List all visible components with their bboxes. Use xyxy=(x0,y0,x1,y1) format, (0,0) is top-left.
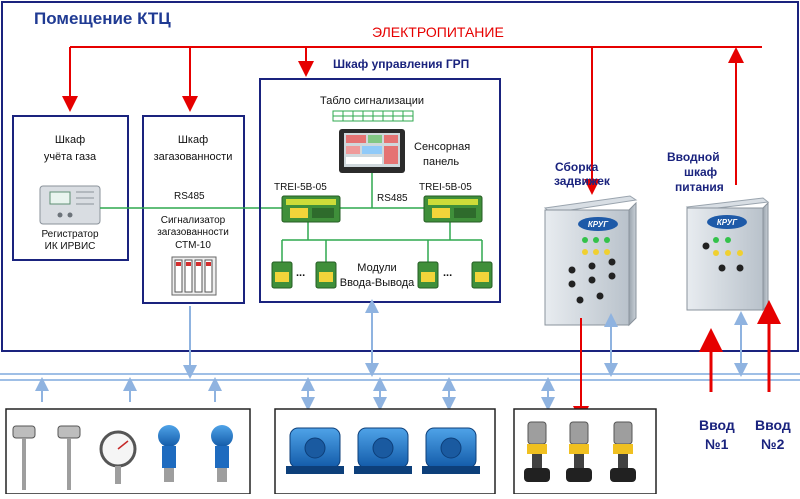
modules-ellipsis-left: ... xyxy=(296,267,305,279)
sensor-label-3: СТМ-10 xyxy=(175,240,211,251)
power-input-cabinet: Вводной шкаф питания КРУГ xyxy=(667,150,770,312)
power-cabinet-image: КРУГ xyxy=(685,197,770,312)
input-1-label-1: Ввод xyxy=(699,417,735,433)
valve-cabinet-logo: КРУГ xyxy=(588,220,609,229)
gas-level-title-2: загазованности xyxy=(154,151,233,163)
io-module-2 xyxy=(315,261,337,289)
valves-group xyxy=(513,408,657,495)
controller-left xyxy=(281,195,341,223)
gas-level-title-1: Шкаф xyxy=(178,134,208,146)
valve-assembly-title-2: задвижек xyxy=(554,174,611,188)
power-feed-lines xyxy=(573,300,781,422)
controller-left-label: TREI-5B-05 xyxy=(274,182,327,193)
rs485-bus xyxy=(100,170,483,262)
power-cabinet-title-3: питания xyxy=(675,180,724,194)
touch-panel xyxy=(339,129,405,173)
pressure-transmitter-1 xyxy=(158,425,180,482)
blue-actuator-2 xyxy=(354,427,412,474)
sensor-label-2: загазованности xyxy=(157,227,229,238)
gas-meter-cabinet: Шкаф учёта газа Регистратор ИК ИРВИС xyxy=(12,115,129,261)
gas-cabinet-title-1: Шкаф xyxy=(55,134,85,146)
room-title: Помещение КТЦ xyxy=(34,9,171,28)
room-boundary xyxy=(1,1,799,352)
controller-right xyxy=(423,195,483,223)
io-module-3 xyxy=(417,261,439,289)
modules-label-1: Модули xyxy=(357,262,396,274)
power-line xyxy=(62,46,762,195)
alarm-panel-indicators xyxy=(332,110,414,122)
touch-panel-label-2: панель xyxy=(423,156,459,168)
controller-right-label: TREI-5B-05 xyxy=(419,182,472,193)
field-sensors-group xyxy=(5,408,251,495)
valve-3 xyxy=(610,421,636,482)
modules-ellipsis-right: ... xyxy=(443,267,452,279)
blue-actuator-3 xyxy=(422,427,480,474)
valve-assembly: Сборка задвижек КРУГ xyxy=(543,160,638,327)
gas-level-cabinet: Шкаф загазованности RS485 Сигнализатор з… xyxy=(142,115,245,304)
valve-2 xyxy=(566,421,592,482)
power-cabinet-title-1: Вводной xyxy=(667,150,720,164)
io-module-1 xyxy=(271,261,293,289)
gas-device-label-1: Регистратор xyxy=(41,229,99,240)
flow-recorder-device xyxy=(39,185,101,225)
input-2-label-1: Ввод xyxy=(755,417,791,433)
power-label: ЭЛЕКТРОПИТАНИЕ xyxy=(372,24,504,40)
input-2-label-2: №2 xyxy=(761,436,785,452)
pressure-gauge xyxy=(99,430,137,484)
power-cabinet-title-2: шкаф xyxy=(684,165,718,179)
stm10-device xyxy=(171,256,217,296)
pressure-transmitter-2 xyxy=(211,425,233,482)
alarm-panel-label: Табло сигнализации xyxy=(320,95,424,107)
thermometer-sensor-1 xyxy=(12,425,36,490)
input-1-label-2: №1 xyxy=(705,436,729,452)
gas-cabinet-title-2: учёта газа xyxy=(44,151,97,163)
sensor-label-1: Сигнализатор xyxy=(161,215,226,226)
valve-assembly-title-1: Сборка xyxy=(555,160,599,174)
grp-control-cabinet: Шкаф управления ГРП Табло сигнализации С… xyxy=(259,57,501,303)
valve-cabinet-image: КРУГ xyxy=(543,195,638,327)
rs485-label-left: RS485 xyxy=(174,191,205,202)
blue-actuator-1 xyxy=(286,427,344,474)
modules-label-2: Ввода-Вывода xyxy=(340,277,415,289)
field-bus xyxy=(0,299,800,411)
touch-panel-label-1: Сенсорная xyxy=(414,141,470,153)
valve-1 xyxy=(524,421,550,482)
grp-cabinet-title: Шкаф управления ГРП xyxy=(333,57,469,71)
io-module-4 xyxy=(471,261,493,289)
thermometer-sensor-2 xyxy=(57,425,81,490)
field-actuators-group xyxy=(274,408,496,495)
gas-device-label-2: ИК ИРВИС xyxy=(45,241,96,252)
power-cabinet-logo: КРУГ xyxy=(717,218,738,227)
rs485-label-right: RS485 xyxy=(377,193,408,204)
